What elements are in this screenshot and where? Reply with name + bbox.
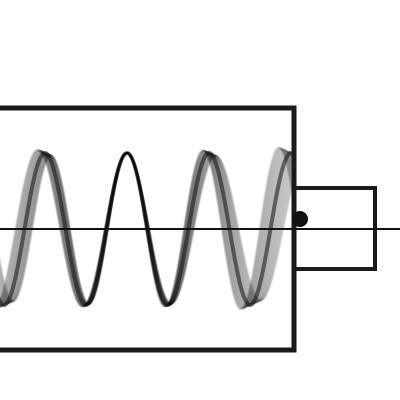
pivot-dot xyxy=(292,211,308,227)
main-wave-curve xyxy=(0,151,294,307)
